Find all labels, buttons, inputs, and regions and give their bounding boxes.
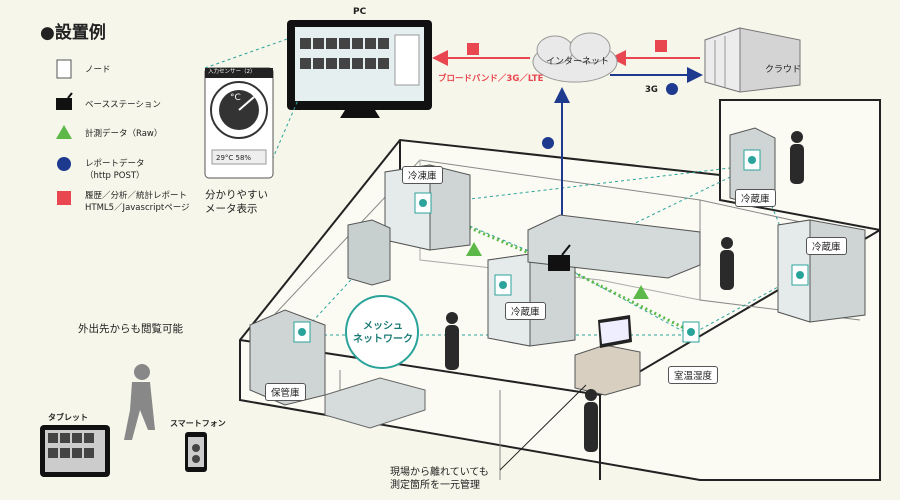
red-square-icon [467, 43, 479, 55]
storage-unit [347, 219, 391, 286]
manage-caption: 現場から離れていても 測定箇所を一元管理 [390, 467, 489, 491]
cloud-label: クラウド [765, 65, 802, 75]
internet-label: インターネット [546, 57, 610, 67]
room-tag-room-temp: 室温湿度 [668, 366, 719, 384]
legend-symbols [56, 59, 73, 205]
threeg-label: 3G [645, 85, 658, 95]
pc-label: PC [353, 7, 367, 17]
person-icon [445, 131, 804, 452]
room-tag-fridge-center: 冷蔵庫 [505, 302, 546, 320]
meter-panel-title: 入力センサー（2） [208, 69, 256, 75]
legend-title: ●設置例 [40, 23, 106, 43]
green-triangle-icon [633, 285, 649, 299]
pc-monitor-icon [287, 20, 432, 118]
meter-unit: °C [230, 93, 241, 103]
room-tag-freezer: 冷凍庫 [402, 166, 443, 184]
blue-circle-icon [542, 137, 554, 149]
green-triangle-icon [466, 242, 482, 256]
legend-label-node: ノード [85, 65, 111, 75]
fridge-right-unit [777, 219, 866, 323]
node-icon [682, 321, 700, 343]
red-square-icon [655, 40, 667, 52]
broadband-label: ブロードバンド／3G／LTE [438, 74, 544, 84]
tablet-device-icon [40, 425, 110, 477]
meter-panel [204, 67, 274, 179]
room-tag-storage: 保管庫 [265, 383, 306, 401]
tablet-label: タブレット [48, 413, 88, 422]
base-station-icon [548, 244, 571, 271]
internet-cloud-icon [532, 32, 618, 83]
blue-circle-icon [666, 83, 678, 95]
remote-caption: 外出先からも閲覧可能 [78, 323, 183, 335]
meter-caption: 分かりやすい メータ表示 [205, 189, 268, 215]
smartphone-device-icon [185, 432, 207, 472]
node-icon [743, 149, 761, 171]
legend-label-report-data: レポートデータ （http POST） [85, 159, 145, 181]
smartphone-label: スマートフォン [170, 419, 226, 428]
low-table-unit [324, 377, 426, 429]
node-icon [414, 192, 432, 214]
legend-label-history-report: 履歴／分析／統計レポート HTML5／Javascriptページ [85, 191, 190, 213]
counter-unit [527, 214, 701, 279]
room-tag-fridge-top-right: 冷蔵庫 [735, 189, 776, 207]
mesh-network-label: メッシュ ネットワーク [353, 321, 413, 345]
meter-readout: 29°C 58% [216, 154, 252, 162]
node-icon [494, 274, 512, 296]
legend-label-base-station: ベースステーション [85, 100, 161, 110]
node-icon [791, 264, 809, 286]
walking-person-icon [124, 364, 155, 440]
node-icon [293, 321, 311, 343]
mesh-network-bubble [345, 295, 419, 369]
laptop-desk [499, 315, 641, 471]
room-tag-fridge-right: 冷蔵庫 [806, 237, 847, 255]
server-cluster-icon [704, 27, 801, 93]
legend-label-raw-data: 計測データ（Raw） [85, 129, 163, 139]
